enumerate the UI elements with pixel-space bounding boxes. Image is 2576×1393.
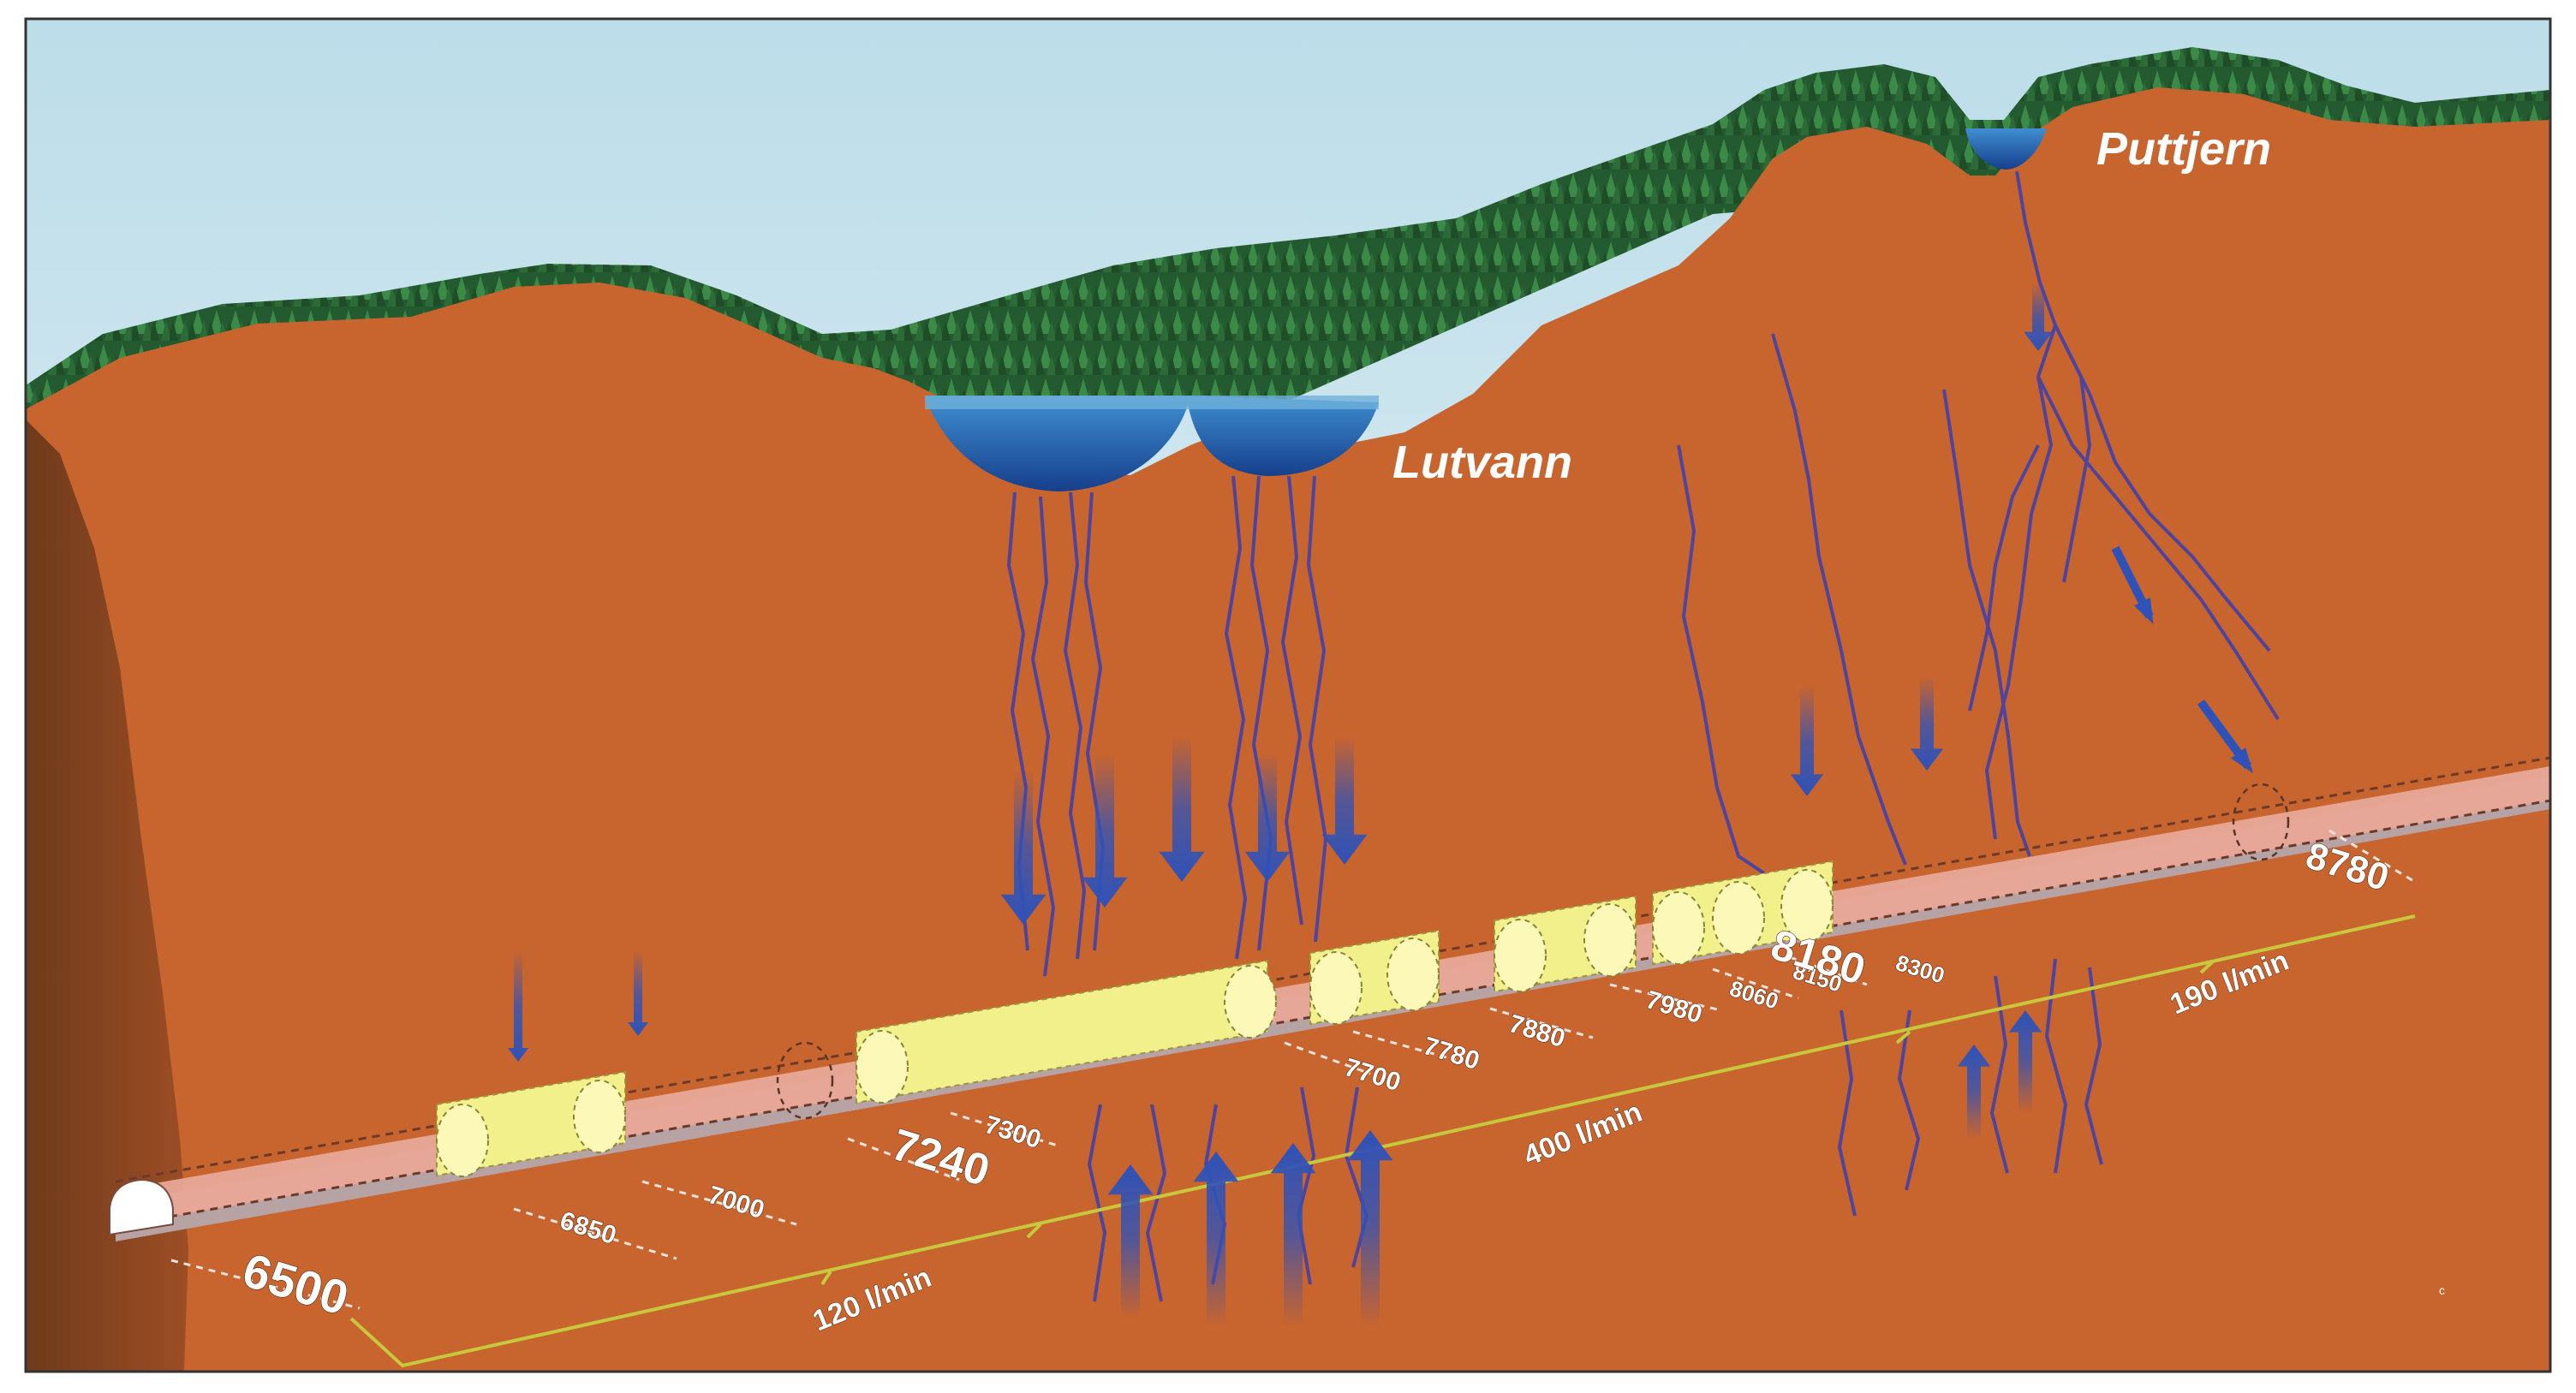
downward-flow-arrow <box>1910 676 1944 771</box>
corner-mark: c <box>2439 1283 2445 1297</box>
frame <box>24 17 2552 1373</box>
lake-label-puttjern: Puttjern <box>2096 123 2271 175</box>
upward-flow-arrow <box>1107 1164 1154 1319</box>
downward-flow-arrow <box>1000 771 1046 925</box>
lake-label-lutvann: Lutvann <box>1392 437 1572 488</box>
downward-flow-arrow <box>2024 283 2053 351</box>
leakage-baseline <box>349 914 2416 1368</box>
rock-mass <box>26 87 2550 1372</box>
upward-flow-arrow <box>1347 1130 1393 1327</box>
downward-flow-arrow <box>628 950 648 1036</box>
downward-flow-arrow <box>1321 736 1368 865</box>
downward-flow-arrow <box>1159 736 1205 882</box>
upward-flow-arrow <box>1193 1152 1239 1327</box>
cliff-face <box>26 420 188 1372</box>
diagonal-flow-arrow-head <box>2231 747 2253 774</box>
lake-lutvann-west <box>925 396 1190 491</box>
lake-surface-highlight <box>925 396 1379 409</box>
downward-flow-arrow <box>1082 753 1128 908</box>
downward-flow-arrow <box>1790 685 1824 796</box>
infiltration-arrows <box>508 283 2253 1327</box>
upward-flow-arrow <box>1270 1143 1316 1327</box>
tunnel-rings <box>776 783 2290 1120</box>
upward-flow-arrow <box>2008 1010 2042 1113</box>
chainage-leaders <box>170 829 2416 1310</box>
tunnel-portal <box>109 1178 174 1236</box>
diagonal-flow-arrow-head <box>2133 598 2154 624</box>
lining-rings <box>436 869 1834 1177</box>
leakage-ticks <box>820 959 2215 1286</box>
pond-puttjern <box>1965 128 2047 170</box>
downward-flow-arrow <box>1244 753 1291 882</box>
downward-flow-arrow <box>508 950 528 1062</box>
lake-lutvann-east <box>1186 396 1379 476</box>
upward-flow-arrow <box>1957 1045 1991 1139</box>
